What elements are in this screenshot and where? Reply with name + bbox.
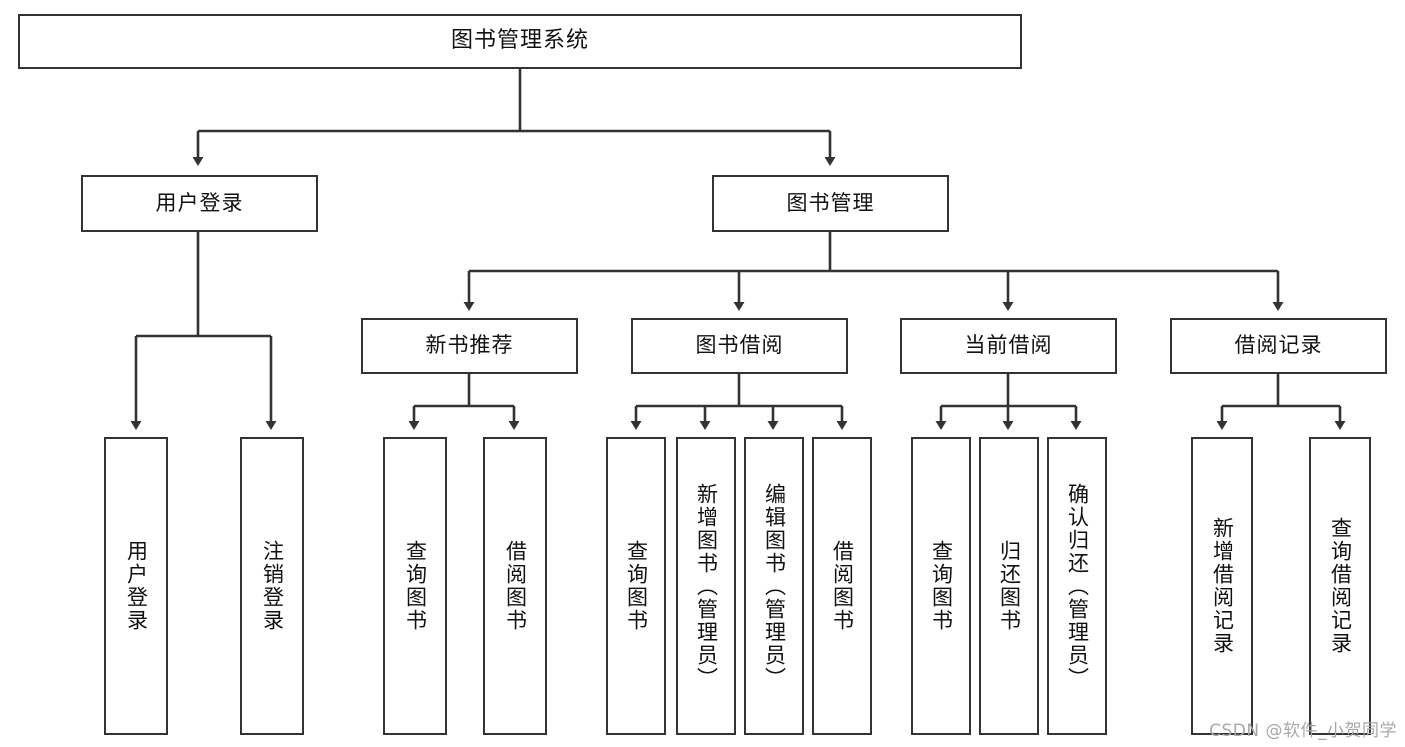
leaf-label: 用户登录 — [124, 540, 149, 632]
leaf-book-borrow-add-book-admin[interactable]: 新增图书（管理员） — [676, 437, 736, 735]
node-current-borrow[interactable]: 当前借阅 — [900, 318, 1117, 374]
leaf-book-borrow-query-book[interactable]: 查询图书 — [606, 437, 666, 735]
leaf-label: 确认归还（管理员） — [1065, 482, 1090, 690]
leaf-label: 借阅图书 — [503, 540, 528, 632]
leaf-current-borrow-return-book[interactable]: 归还图书 — [979, 437, 1039, 735]
leaf-user-login-logout[interactable]: 注销登录 — [240, 437, 304, 735]
node-borrow-record[interactable]: 借阅记录 — [1170, 318, 1387, 374]
leaf-book-borrow-borrow-book[interactable]: 借阅图书 — [812, 437, 872, 735]
leaf-label: 归还图书 — [997, 540, 1022, 632]
leaf-label: 查询图书 — [624, 540, 649, 632]
leaf-current-borrow-confirm-return-admin[interactable]: 确认归还（管理员） — [1047, 437, 1107, 735]
leaf-borrow-record-query-record[interactable]: 查询借阅记录 — [1309, 437, 1371, 735]
leaf-label: 新增图书（管理员） — [694, 482, 719, 690]
leaf-user-login-login[interactable]: 用户登录 — [104, 437, 168, 735]
leaf-book-borrow-edit-book-admin[interactable]: 编辑图书（管理员） — [744, 437, 804, 735]
node-book-borrow[interactable]: 图书借阅 — [631, 318, 848, 374]
node-new-book-recommend[interactable]: 新书推荐 — [361, 318, 578, 374]
leaf-new-book-borrow-book[interactable]: 借阅图书 — [483, 437, 547, 735]
node-book-management[interactable]: 图书管理 — [712, 175, 949, 232]
leaf-label: 注销登录 — [260, 540, 285, 632]
leaf-label: 新增借阅记录 — [1210, 517, 1235, 655]
csdn-watermark: CSDN @软件_小贺同学 — [1209, 721, 1397, 741]
leaf-current-borrow-query-book[interactable]: 查询图书 — [911, 437, 971, 735]
leaf-label: 查询图书 — [403, 540, 428, 632]
leaf-label: 查询借阅记录 — [1328, 517, 1353, 655]
leaf-label: 编辑图书（管理员） — [762, 482, 787, 690]
leaf-label: 借阅图书 — [830, 540, 855, 632]
node-user-login[interactable]: 用户登录 — [81, 175, 318, 232]
leaf-borrow-record-add-record[interactable]: 新增借阅记录 — [1191, 437, 1253, 735]
node-root-system[interactable]: 图书管理系统 — [18, 14, 1022, 69]
leaf-label: 查询图书 — [929, 540, 954, 632]
leaf-new-book-query-book[interactable]: 查询图书 — [383, 437, 447, 735]
